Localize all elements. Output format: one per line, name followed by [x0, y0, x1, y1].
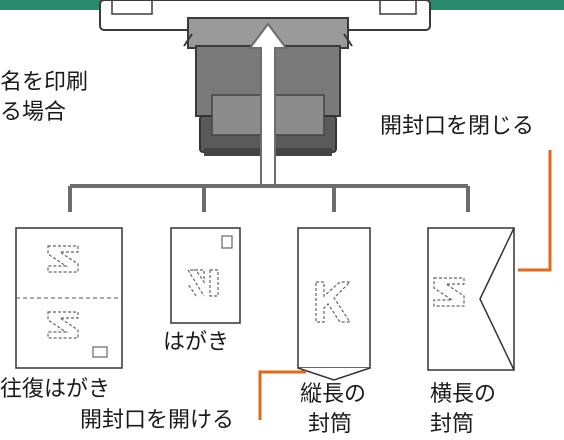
return-postcard-label: 往復はがき — [0, 377, 111, 402]
postcard-illustration — [170, 227, 241, 324]
open-flap-label: 開封口を開ける — [80, 408, 235, 433]
horizontal-envelope-illustration — [427, 227, 515, 371]
print-name-label-line1: 名を印刷 — [0, 70, 89, 95]
callout-close-flap-line — [518, 150, 552, 272]
connector-lines — [68, 184, 470, 212]
vertical-envelope-illustration — [297, 227, 371, 381]
k-glyph-icon — [315, 281, 352, 323]
postcard-label: はがき — [163, 330, 230, 355]
vertical-envelope-label-line2: 封筒 — [308, 412, 353, 437]
k-glyph-icon — [433, 277, 465, 307]
vertical-envelope-label-line1: 縦長の — [300, 382, 367, 407]
k-glyph-icon — [187, 269, 219, 297]
horizontal-envelope-label-line2: 封筒 — [430, 412, 475, 437]
callout-open-flap-line — [258, 370, 306, 420]
return-postcard-illustration — [15, 227, 123, 369]
close-flap-label: 開封口を閉じる — [380, 114, 535, 139]
horizontal-envelope-label-line1: 横長の — [430, 382, 497, 407]
print-name-label-line2: る場合 — [0, 100, 67, 125]
